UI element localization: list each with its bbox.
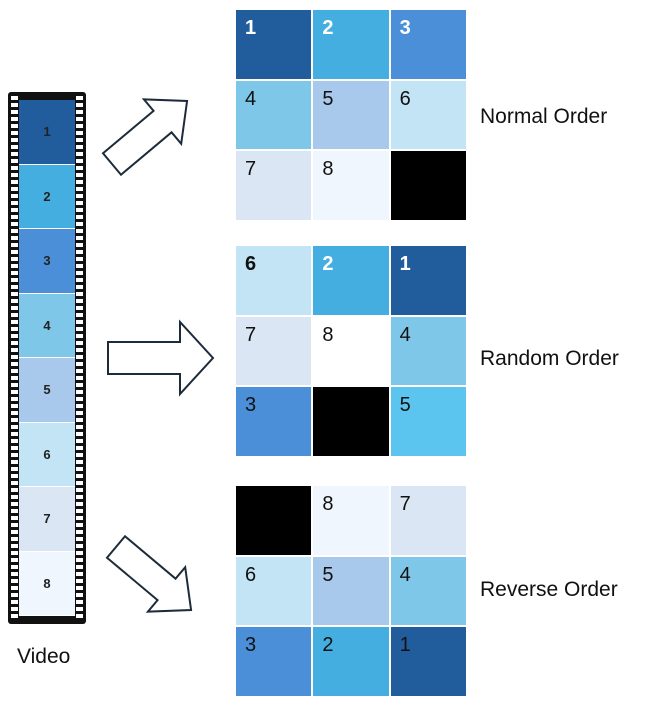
frame-number: 2 — [322, 253, 334, 275]
frame-number: 7 — [245, 158, 257, 181]
reverse-order-label: Reverse Order — [480, 578, 618, 601]
sprocket-holes-left — [11, 96, 18, 620]
frame-number: 2 — [322, 634, 334, 657]
frame-cell: 4 — [390, 556, 466, 626]
reverse-order-grid: 8 7 6 5 4 3 2 1 — [236, 486, 466, 696]
normal-order-label: Normal Order — [480, 105, 608, 128]
film-frame: 1 — [19, 100, 75, 165]
frame-cell: 5 — [390, 387, 466, 456]
arrow-to-normal-order-icon — [101, 98, 189, 177]
frame-cell: 6 — [236, 246, 312, 315]
frame-number: 4 — [399, 323, 411, 346]
frame-cell: 7 — [236, 151, 312, 220]
frame-number: 3 — [399, 17, 411, 39]
frame-number: 4 — [399, 563, 411, 586]
film-frame: 8 — [19, 551, 75, 616]
frame-cell: 1 — [236, 10, 312, 79]
frame-number: 5 — [322, 563, 334, 586]
frame-number: 7 — [245, 323, 257, 346]
blank-frame-cell — [313, 387, 389, 456]
frame-cell: 3 — [236, 387, 312, 456]
arrow-to-random-order-icon — [107, 319, 215, 397]
arrow-to-reverse-order-icon — [105, 534, 193, 613]
film-frame: 2 — [19, 164, 75, 229]
frame-number: 1 — [399, 253, 411, 275]
frame-cell: 2 — [313, 246, 389, 315]
frame-cell: 1 — [390, 246, 466, 315]
frame-number: 3 — [245, 394, 257, 417]
random-order-grid: 6 2 1 7 8 4 3 5 — [236, 246, 466, 456]
frame-cell: 3 — [236, 627, 312, 696]
normal-order-grid: 1 2 3 4 5 6 7 8 — [236, 10, 466, 220]
frame-number: 8 — [322, 158, 334, 181]
film-frame: 4 — [19, 293, 75, 358]
frame-number: 2 — [322, 17, 334, 39]
frame-cell: 8 — [313, 151, 389, 220]
frame-cell: 2 — [313, 10, 389, 79]
frame-number: 3 — [245, 634, 257, 657]
frame-number: 4 — [245, 87, 257, 110]
film-frame: 6 — [19, 422, 75, 487]
frame-number: 1 — [399, 634, 411, 657]
frame-number: 6 — [399, 87, 411, 110]
frame-cell: 1 — [390, 627, 466, 696]
frame-cell: 5 — [313, 80, 389, 150]
frame-cell: 4 — [236, 80, 312, 150]
frame-number: 1 — [245, 17, 257, 39]
frame-cell: 3 — [390, 10, 466, 79]
film-frame: 7 — [19, 487, 75, 552]
frame-number: 7 — [399, 493, 411, 515]
frame-cell: 7 — [390, 486, 466, 555]
frame-number: 8 — [322, 323, 334, 346]
blank-frame-cell — [236, 486, 312, 555]
film-frame: 5 — [19, 358, 75, 423]
frame-number: 6 — [245, 253, 257, 275]
frame-cell: 4 — [390, 316, 466, 386]
film-frame: 3 — [19, 229, 75, 294]
frame-cell: 6 — [236, 556, 312, 626]
video-label: Video — [17, 645, 71, 668]
frame-cell: 7 — [236, 316, 312, 386]
random-order-label: Random Order — [480, 347, 619, 370]
blank-frame-cell — [390, 151, 466, 220]
frame-cell: 8 — [313, 316, 389, 386]
frame-cell: 8 — [313, 486, 389, 555]
frame-number: 6 — [245, 563, 257, 586]
sprocket-holes-right — [76, 96, 83, 620]
frame-number: 8 — [322, 493, 334, 515]
frame-number: 5 — [399, 394, 411, 417]
frame-cell: 6 — [390, 80, 466, 150]
frame-number: 5 — [322, 87, 334, 110]
frame-cell: 2 — [313, 627, 389, 696]
frame-cell: 5 — [313, 556, 389, 626]
